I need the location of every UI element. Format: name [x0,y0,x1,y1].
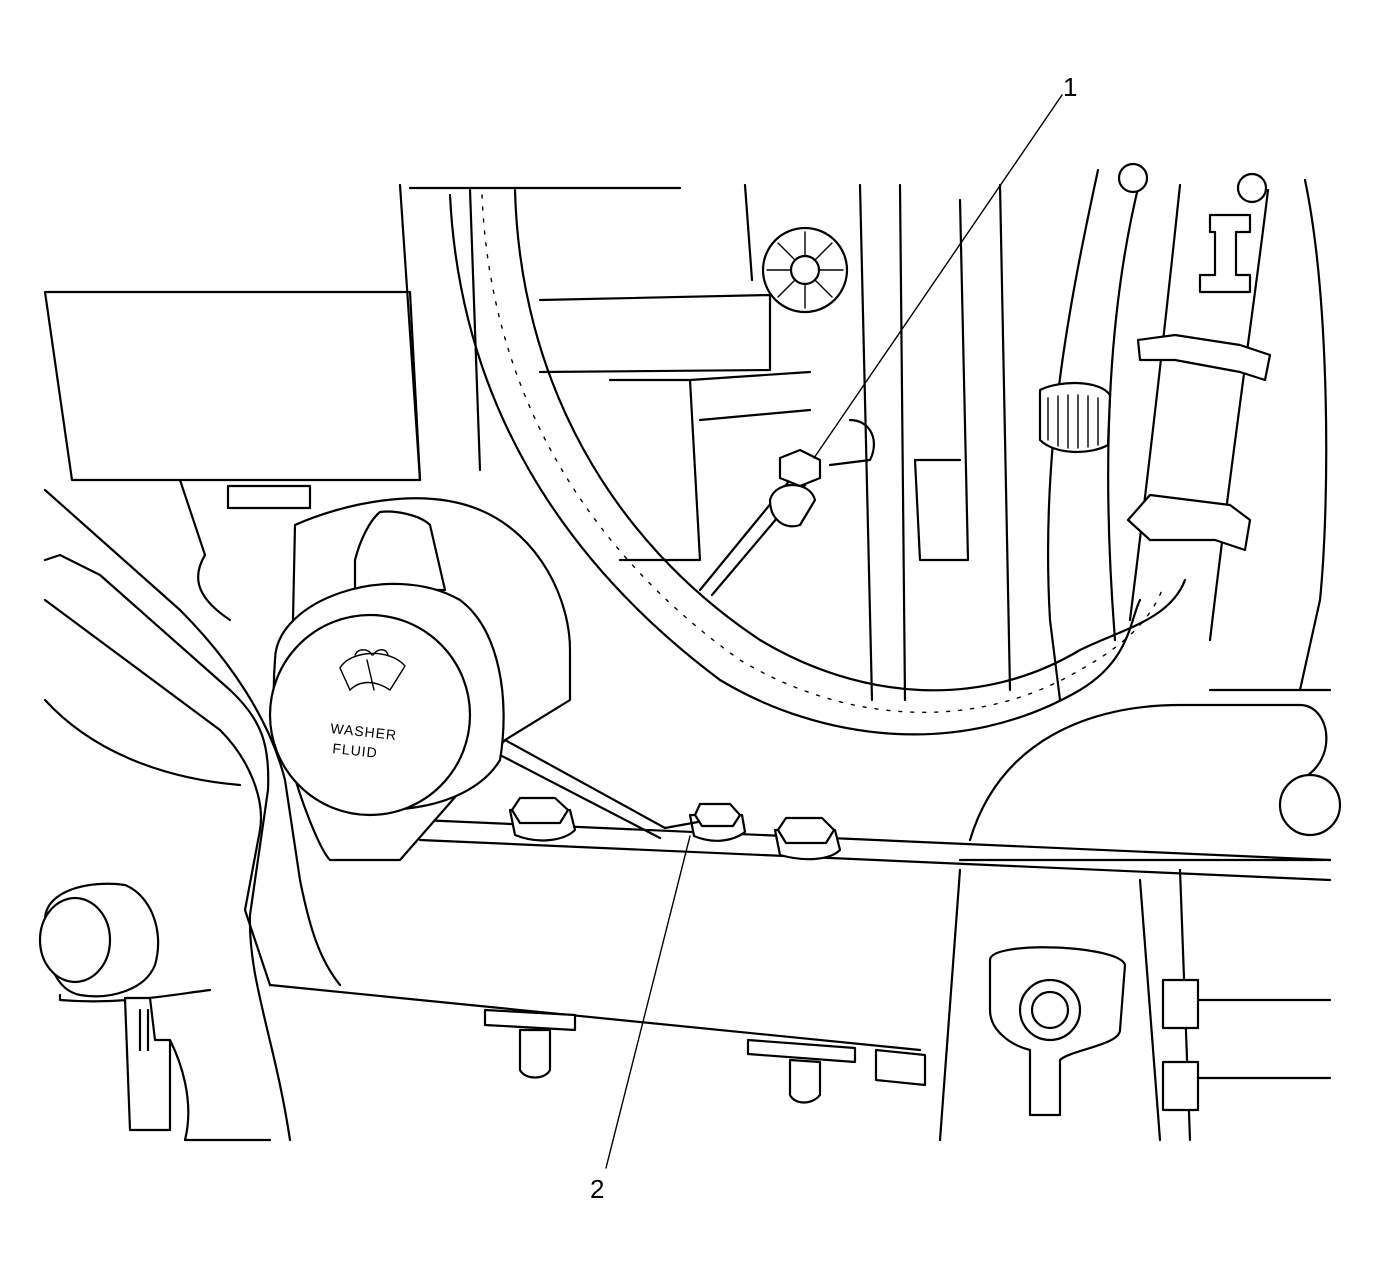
wiper-symbol-icon [339,649,406,692]
wiring-harness [448,188,1187,736]
upper-ground-bolt [698,448,822,597]
rail-bolts [498,738,842,861]
background-panels [468,178,1332,702]
washer-cap-label-line2: FLUID [332,740,379,761]
callout-leaders [605,94,1063,1169]
callout-1: 1 [1063,72,1077,102]
upper-left-module [43,183,682,510]
washer-cap-label-line1: WASHER [330,720,398,743]
left-structure [38,478,342,1142]
mount-rail [268,703,1342,1142]
callout-2: 2 [590,1174,604,1204]
washer-reservoir [268,497,572,862]
heater-hoses [1038,162,1272,702]
grommet-fastener [761,226,849,314]
